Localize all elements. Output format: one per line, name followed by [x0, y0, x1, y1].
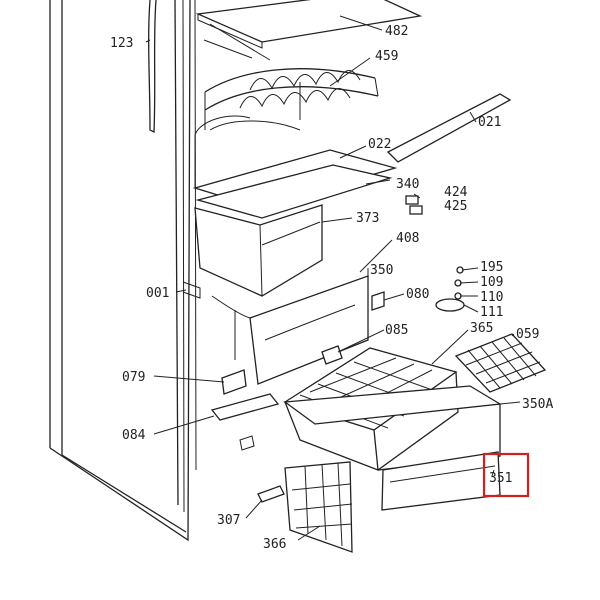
label-425: 425: [444, 199, 467, 214]
label-424: 424: [444, 185, 468, 200]
label-021: 021: [478, 115, 501, 130]
top-glass-shelf: [195, 0, 423, 61]
label-079: 079: [122, 370, 145, 385]
label-307: 307: [217, 513, 240, 528]
label-482: 482: [385, 24, 408, 39]
label-080: 080: [406, 287, 429, 302]
label-408: 408: [396, 231, 419, 246]
bracket-079: [221, 369, 247, 395]
label-109: 109: [480, 275, 503, 290]
label-365: 365: [470, 321, 493, 336]
label-084: 084: [122, 428, 146, 443]
fridge-cabinet: [49, 0, 197, 542]
label-373: 373: [356, 211, 379, 226]
middle-drawer: [194, 204, 323, 297]
label-022: 022: [368, 137, 391, 152]
label-001: 001: [146, 286, 169, 301]
lower-wire-basket: [284, 461, 353, 553]
highlight-box-351: [482, 452, 530, 498]
small-hardware-set: [435, 266, 465, 312]
label-340: 340: [396, 177, 419, 192]
door-seal-strip: [148, 0, 157, 134]
label-059: 059: [516, 327, 539, 342]
lower-drawer-front: [211, 275, 369, 385]
drawer-front-351: [381, 451, 501, 511]
label-085: 085: [385, 323, 408, 338]
label-366: 366: [263, 537, 286, 552]
shelf-trim-strip: [386, 93, 512, 163]
label-195: 195: [480, 260, 503, 275]
side-clip-001: [182, 281, 201, 299]
label-350: 350: [370, 263, 393, 278]
label-351: 351: [489, 471, 512, 486]
label-123: 123: [110, 36, 133, 51]
ice-cube-tray: [454, 333, 547, 393]
label-111: 111: [480, 305, 503, 320]
hinge-set-424-425: [405, 195, 423, 215]
part-labels: 123 482 459 021 022 340 424 425 373 408 …: [110, 24, 553, 552]
wine-bottle-rack: [204, 68, 379, 130]
guide-rod-307: [257, 485, 285, 503]
support-bracket-085: [321, 345, 343, 365]
leader-lines: [145, 15, 521, 541]
label-110: 110: [480, 290, 503, 305]
label-350A: 350A: [522, 397, 553, 412]
crisper-lid: [195, 164, 393, 219]
drawer-bracket-080: [371, 291, 385, 311]
label-459: 459: [375, 49, 398, 64]
rail-084: [210, 393, 280, 451]
